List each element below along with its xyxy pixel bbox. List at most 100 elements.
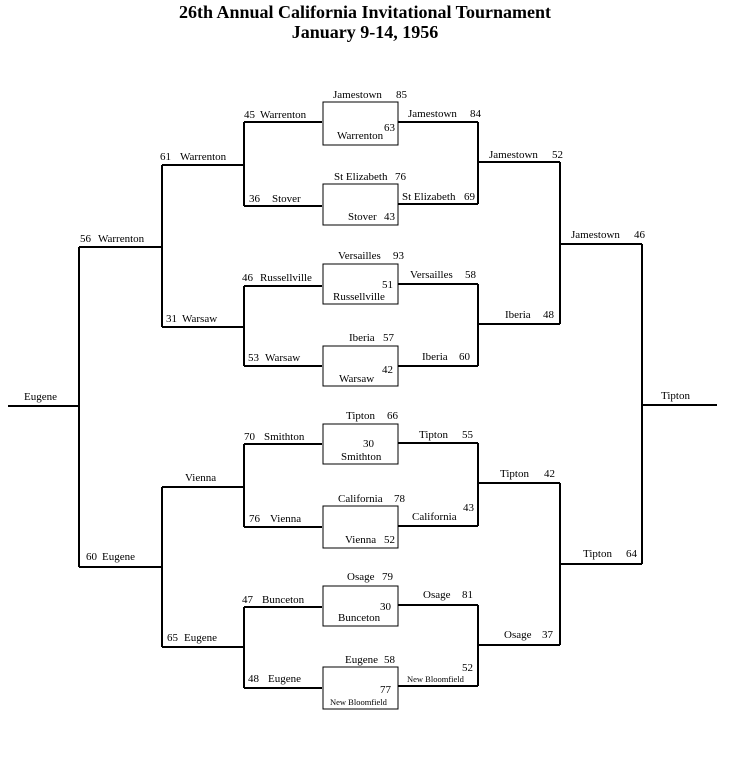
entry-team: Osage [504, 629, 532, 641]
title-block: 26th Annual California Invitational Tour… [0, 2, 730, 42]
center-top-score: 57 [383, 332, 395, 344]
entry-score: 45 [244, 109, 256, 121]
entry-team: Warrenton [180, 151, 227, 163]
entry-team: Jamestown [571, 229, 620, 241]
entry-score: 31 [166, 313, 177, 325]
entry-team: Jamestown [489, 149, 538, 161]
entry-score: 47 [242, 594, 254, 606]
center-top-team: Osage [347, 571, 375, 583]
entry-team: Smithton [264, 431, 305, 443]
entry-score: 43 [463, 502, 475, 514]
center-top-team: Jamestown [333, 89, 382, 101]
entry-score: 36 [249, 193, 261, 205]
entry-team: Eugene [268, 673, 301, 685]
center-game-box [322, 263, 399, 305]
entry-score: 52 [552, 149, 563, 161]
entry-score: 70 [244, 431, 256, 443]
center-game-box [322, 423, 399, 465]
center-top-team: St Elizabeth [334, 171, 388, 183]
center-top-score: 79 [382, 571, 394, 583]
entry-score: 37 [542, 629, 554, 641]
tournament-dates: January 9-14, 1956 [291, 22, 439, 42]
right-round3-labels: Jamestown 46 Tipton 64 Tipton [571, 229, 690, 560]
entry-score: 64 [626, 548, 638, 560]
entry-team: Versailles [410, 269, 453, 281]
center-game-box [322, 585, 399, 627]
left-champion-label: Eugene [24, 391, 57, 403]
entry-team: Iberia [422, 351, 448, 363]
entry-score: 56 [80, 233, 92, 245]
center-top-team: Eugene [345, 654, 378, 666]
entry-score: 65 [167, 632, 179, 644]
center-bottom-score: 51 [382, 279, 393, 291]
center-game-box [322, 345, 399, 387]
left-round1-labels: 45 Warrenton 36 Stover 46 Russellville 5… [242, 109, 312, 685]
center-bottom-score: 30 [380, 601, 392, 613]
tournament-title: 26th Annual California Invitational Tour… [178, 2, 552, 22]
center-bottom-team: New Bloomfield [330, 697, 388, 707]
center-game-box [322, 101, 399, 146]
entry-score: 46 [242, 272, 254, 284]
entry-score: 76 [249, 513, 261, 525]
center-top-score: 78 [394, 493, 406, 505]
right-bracket-lines [398, 121, 717, 687]
center-top-team: Iberia [349, 332, 375, 344]
center-game-labels: Jamestown 85 63 Warrenton St Elizabeth 7… [330, 89, 408, 707]
left-round3-labels: 56 Warrenton 60 Eugene Eugene [24, 233, 145, 563]
entry-team: Warsaw [265, 352, 300, 364]
left-round2-labels: 61 Warrenton 31 Warsaw Vienna 65 Eugene [160, 151, 227, 644]
center-game-box [322, 505, 399, 549]
entry-score: 46 [634, 229, 646, 241]
center-bottom-score: 42 [382, 364, 393, 376]
entry-team: Vienna [185, 472, 216, 484]
entry-score: 61 [160, 151, 171, 163]
entry-team: Eugene [102, 551, 135, 563]
entry-team: Tipton [500, 468, 529, 480]
center-bottom-score: 52 [384, 534, 395, 546]
entry-score: 60 [459, 351, 471, 363]
center-top-team: Versailles [338, 250, 381, 262]
entry-score: 42 [544, 468, 555, 480]
center-top-team: California [338, 493, 383, 505]
entry-score: 81 [462, 589, 473, 601]
entry-team: Tipton [583, 548, 612, 560]
entry-team: St Elizabeth [402, 191, 456, 203]
center-top-score: 85 [396, 89, 408, 101]
center-top-score: 58 [384, 654, 396, 666]
center-top-team: Tipton [346, 410, 375, 422]
entry-team: Stover [272, 193, 301, 205]
center-bottom-team: Russellville [333, 291, 385, 303]
entry-team: New Bloomfield [407, 674, 465, 684]
entry-score: 48 [543, 309, 555, 321]
entry-score: 58 [465, 269, 477, 281]
entry-team: Warrenton [260, 109, 307, 121]
center-bottom-team: Stover [348, 211, 377, 223]
center-bottom-score: 43 [384, 211, 396, 223]
entry-team: Eugene [184, 632, 217, 644]
right-champion-label: Tipton [661, 390, 690, 402]
entry-score: 84 [470, 108, 482, 120]
entry-score: 52 [462, 662, 473, 674]
entry-team: California [412, 511, 457, 523]
center-bottom-team: Warrenton [337, 130, 384, 142]
center-bottom-score: 77 [380, 684, 392, 696]
entry-team: Tipton [419, 429, 448, 441]
center-game-box [322, 183, 399, 226]
center-top-score: 66 [387, 410, 399, 422]
entry-team: Vienna [270, 513, 301, 525]
entry-score: 55 [462, 429, 474, 441]
center-top-score: 76 [395, 171, 407, 183]
center-bottom-score: 30 [363, 438, 375, 450]
entry-score: 69 [464, 191, 476, 203]
center-bottom-team: Smithton [341, 451, 382, 463]
center-bottom-team: Vienna [345, 534, 376, 546]
entry-team: Warrenton [98, 233, 145, 245]
left-bracket-lines [8, 121, 322, 689]
entry-team: Osage [423, 589, 451, 601]
entry-team: Bunceton [262, 594, 305, 606]
center-top-score: 93 [393, 250, 405, 262]
right-round2-labels: Jamestown 52 Iberia 48 Tipton 42 Osage 3… [489, 149, 563, 641]
center-bottom-team: Warsaw [339, 373, 374, 385]
center-game-box [322, 666, 399, 710]
